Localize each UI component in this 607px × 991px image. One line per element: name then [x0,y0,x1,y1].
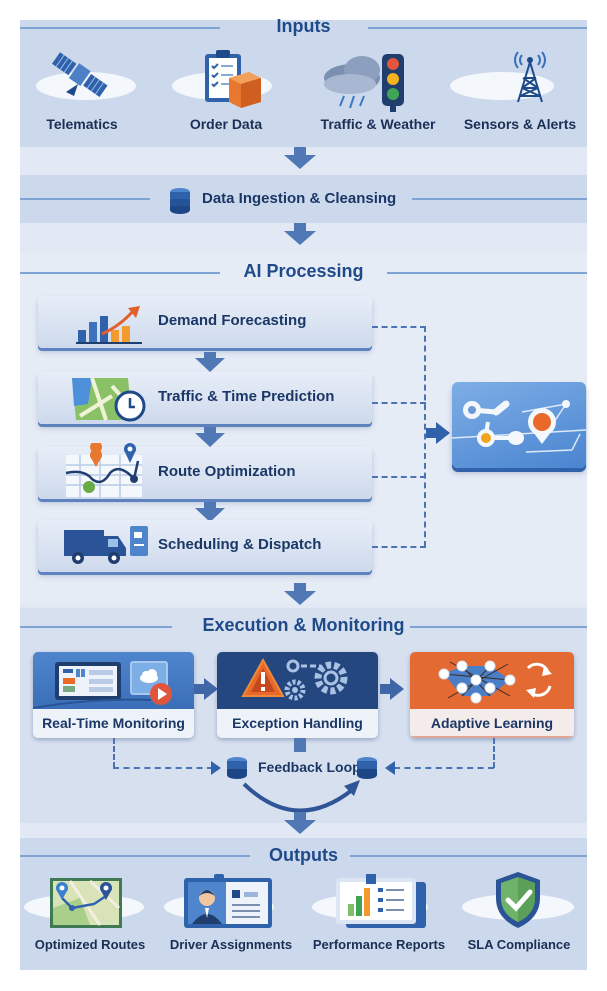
warning-gears-icon [241,657,348,701]
arrowhead-right-icon [211,761,221,775]
divider-line [20,272,220,274]
card-label: Adaptive Learning [410,709,574,738]
arrow-right-icon [194,678,218,700]
output-label: Driver Assignments [169,937,293,952]
route-map-pin-icon [65,443,142,497]
shield-check-icon [496,872,540,928]
section-title-ai-processing: AI Processing [243,261,364,281]
exec-card-exception-handling: Exception Handling [217,652,378,738]
flow-arrow-down-icon [284,583,316,605]
card-label: Real-Time Monitoring [33,709,194,738]
report-chart-icon [336,874,426,928]
database-icon [357,757,377,779]
clipboard-package-icon [205,50,261,108]
outputs-section: Outputs Optimized Routes [20,838,587,970]
map-clock-icon [72,377,146,422]
dashed-connector [372,326,426,328]
section-title-inputs: Inputs [276,16,331,36]
section-title-execution: Execution & Monitoring [202,615,405,635]
bar-chart-trend-icon [76,306,142,344]
arrow-right-icon [380,678,404,700]
dashed-connector [113,767,213,769]
ai-result-card [452,382,586,468]
dashed-connector [372,546,426,548]
output-label: SLA Compliance [467,937,571,952]
divider-line [20,855,250,857]
exec-card-real-time-monitoring: Real-Time Monitoring [33,652,194,738]
process-step-traffic-time-prediction: Traffic & Time Prediction [38,372,372,424]
divider-line [20,198,150,200]
feedback-loop-curve-icon [242,780,360,813]
input-label: Order Data [189,116,263,132]
input-label: Sensors & Alerts [463,116,577,132]
inputs-section: Inputs Telematics [20,16,587,147]
process-step-scheduling-dispatch: Scheduling & Dispatch [38,520,372,572]
ingestion-section: Data Ingestion & Cleansing [20,175,587,223]
antenna-tower-icon [514,51,546,103]
flow-arrow-down-icon [195,427,225,447]
step-label: Scheduling & Dispatch [158,536,322,553]
section-title-outputs: Outputs [269,845,338,865]
dashed-connector [372,402,426,404]
flow-arrow-down-icon [284,812,316,834]
card-label: Exception Handling [217,709,378,738]
neural-network-cycle-icon [438,660,552,704]
driver-id-card-icon [184,874,272,928]
divider-line [368,27,587,29]
divider-line [410,626,587,628]
dashed-connector [394,767,494,769]
database-icon [170,188,190,214]
step-label: Traffic & Time Prediction [158,388,335,405]
dashed-connector [424,326,426,547]
step-label: Route Optimization [158,463,296,480]
process-step-route-optimization: Route Optimization [38,443,372,499]
dashed-connector [113,738,115,768]
flow-arrow-down-icon [284,147,316,169]
arrowhead-left-icon [385,761,395,775]
flow-arrow-down-icon [284,223,316,245]
flow-arrow-down-icon [195,352,225,372]
route-map-icon [50,878,122,928]
divider-line [387,272,587,274]
exec-card-adaptive-learning: Adaptive Learning [410,652,574,738]
truck-icon [64,526,148,564]
ingestion-title: Data Ingestion & Cleansing [202,190,397,207]
dashed-connector [493,738,495,768]
feedback-loop-label: Feedback Loop [258,759,361,775]
satellite-icon [51,52,108,97]
input-label: Telematics [46,116,118,132]
output-label: Optimized Routes [34,937,146,952]
output-label: Performance Reports [312,937,446,952]
traffic-light-cloud-icon [324,54,404,112]
arrow-right-icon [426,422,450,444]
divider-line [412,198,587,200]
network-map-pin-icon [452,400,586,453]
divider-line [350,855,587,857]
database-icon [227,757,247,779]
flow-arrow-down-icon [195,502,225,522]
input-label: Traffic & Weather [320,116,436,132]
dashboard-monitor-icon [33,661,172,709]
process-step-demand-forecasting: Demand Forecasting [38,296,372,348]
divider-line [20,27,220,29]
step-label: Demand Forecasting [158,312,307,329]
connector-stub [294,738,306,752]
dashed-connector [372,476,426,478]
divider-line [20,626,172,628]
